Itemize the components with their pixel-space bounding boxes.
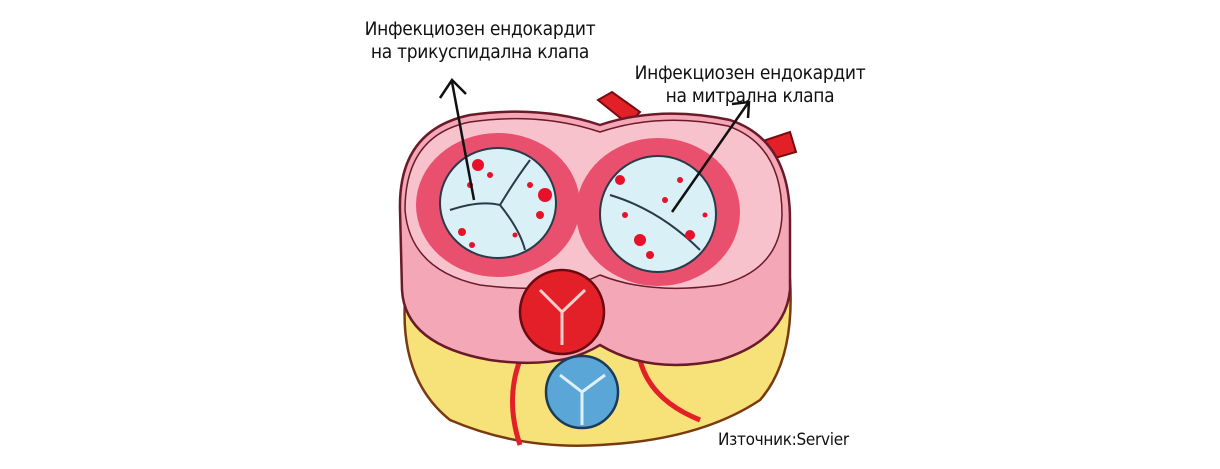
- arrow-mitral: [670, 100, 751, 213]
- tricuspid-endocarditis-label: Инфекциозен ендокардит на трикуспидална …: [360, 18, 600, 64]
- arrow-tricuspid: [438, 78, 476, 201]
- mitral-endocarditis-label: Инфекциозен ендокардит на митрална клапа: [625, 62, 875, 108]
- tricuspid-valve: [439, 147, 557, 259]
- coronary-artery: [510, 359, 701, 446]
- vegetations: [458, 159, 708, 259]
- source-credit: Източник:Servier: [718, 430, 849, 450]
- label-line: на трикуспидална клапа: [370, 41, 590, 63]
- aortic-cusps: [538, 288, 587, 345]
- mitral-commissure: [609, 194, 701, 251]
- label-line: на митрална клапа: [665, 85, 835, 107]
- pulmonary-cusps: [559, 373, 606, 425]
- tricuspid-commissures: [449, 159, 531, 251]
- label-line: Инфекциозен ендокардит: [364, 18, 596, 40]
- vessel-top: [596, 90, 642, 126]
- mitral-valve: [599, 155, 717, 273]
- label-line: Инфекциозен ендокардит: [634, 62, 866, 84]
